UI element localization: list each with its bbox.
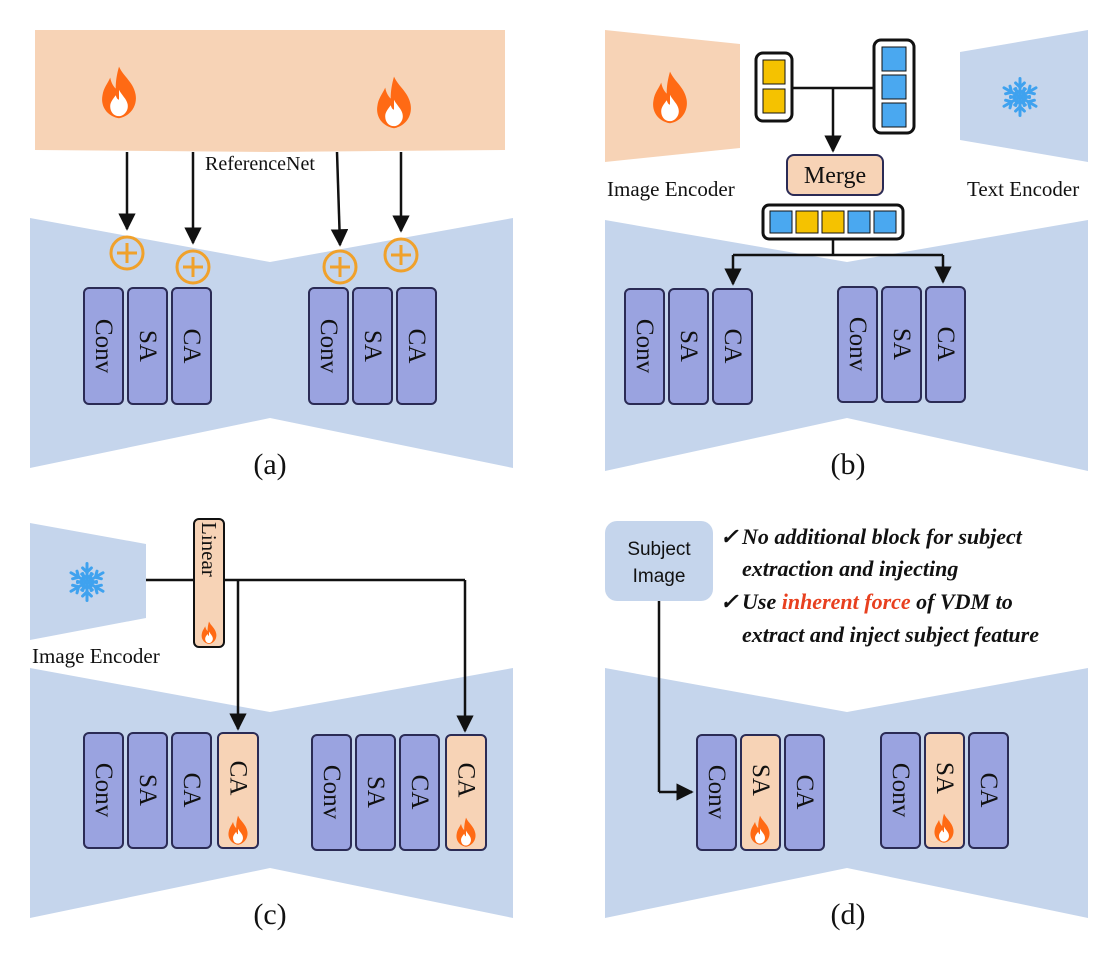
block-ca-trainable: CA (217, 732, 259, 849)
block-sa-trainable: SA (740, 734, 781, 851)
merged-token-row (761, 203, 905, 241)
block-sa: SA (127, 287, 168, 405)
merge-box: Merge (786, 154, 884, 196)
plus-circle-icon (175, 249, 211, 285)
text-encoder-label: Text Encoder (967, 177, 1079, 201)
svg-text:Merge: Merge (804, 163, 866, 189)
block-sa: SA (355, 734, 396, 851)
svg-text:CA: CA (225, 761, 252, 796)
checkmark-icon: ✓ (720, 589, 739, 614)
svg-text:SA: SA (134, 774, 161, 806)
image-token-stack (754, 51, 794, 123)
checkmark-icon: ✓ (720, 524, 739, 549)
block-conv: Conv (624, 288, 665, 405)
svg-text:Conv: Conv (315, 319, 342, 374)
block-sa: SA (881, 286, 922, 403)
block-conv: Conv (308, 287, 349, 405)
plus-circle-icon (322, 249, 358, 285)
block-ca: CA (171, 287, 212, 405)
block-sa: SA (668, 288, 709, 405)
svg-text:SA: SA (747, 764, 774, 796)
block-ca: CA (712, 288, 753, 405)
block-conv: Conv (880, 732, 921, 849)
block-ca: CA (925, 286, 966, 403)
subject-image-box: Subject Image (605, 521, 713, 601)
svg-text:SA: SA (134, 330, 161, 362)
image-encoder-label: Image Encoder (607, 177, 735, 201)
note-2-line-2: extract and inject subject feature (742, 622, 1039, 647)
panel-a: ReferenceNet Conv SA CA Conv SA CA (a) (30, 30, 513, 481)
block-ca: CA (399, 734, 440, 851)
block-conv: Conv (83, 732, 124, 849)
block-ca: CA (968, 732, 1009, 849)
svg-text:Image: Image (633, 566, 686, 587)
svg-text:Conv: Conv (887, 763, 914, 818)
svg-text:CA: CA (932, 327, 959, 362)
unet-c (30, 668, 513, 918)
svg-text:SA: SA (362, 776, 389, 808)
svg-text:CA: CA (719, 329, 746, 364)
plus-circle-icon (109, 235, 145, 271)
svg-text:SA: SA (359, 330, 386, 362)
svg-text:SA: SA (675, 330, 702, 362)
text-token-stack (872, 38, 916, 135)
svg-text:Conv: Conv (318, 765, 345, 820)
block-conv: Conv (311, 734, 352, 851)
plus-circle-icon (383, 237, 419, 273)
block-ca: CA (171, 732, 212, 849)
block-sa-trainable: SA (924, 732, 965, 849)
unet-a (30, 218, 513, 468)
svg-text:CA: CA (178, 329, 205, 364)
svg-text:CA: CA (403, 329, 430, 364)
injection-arrow (330, 151, 349, 247)
block-conv: Conv (83, 287, 124, 405)
block-ca: CA (396, 287, 437, 405)
block-sa: SA (352, 287, 393, 405)
svg-text:Conv: Conv (703, 765, 730, 820)
svg-text:CA: CA (975, 773, 1002, 808)
panel-d: Subject Image ✓ No additional block for … (605, 521, 1088, 931)
referencenet-label: ReferenceNet (205, 153, 315, 175)
caption-b: (b) (831, 448, 866, 481)
svg-text:Linear: Linear (197, 522, 221, 577)
note-1-line-2: extraction and injecting (742, 556, 958, 581)
svg-text:CA: CA (406, 775, 433, 810)
linear-layer: Linear (193, 518, 225, 648)
block-ca: CA (784, 734, 825, 851)
caption-d: (d) (831, 898, 866, 931)
panel-b: Image Encoder Text Encoder Merge (605, 30, 1088, 481)
svg-text:Conv: Conv (844, 317, 871, 372)
svg-text:Subject: Subject (627, 539, 691, 560)
svg-text:Conv: Conv (631, 319, 658, 374)
svg-text:CA: CA (178, 773, 205, 808)
block-sa: SA (127, 732, 168, 849)
block-conv: Conv (837, 286, 878, 403)
svg-text:Conv: Conv (90, 763, 117, 818)
svg-text:CA: CA (453, 763, 480, 798)
block-ca-trainable: CA (445, 734, 487, 851)
caption-c: (c) (253, 898, 286, 931)
svg-text:CA: CA (791, 775, 818, 810)
note-2-line-1: Use inherent force of VDM to (742, 589, 1013, 614)
image-encoder-label: Image Encoder (32, 644, 160, 668)
panel-c: Image Encoder Linear Conv SA CA CA Conv … (30, 518, 513, 931)
caption-a: (a) (253, 448, 286, 481)
block-conv: Conv (696, 734, 737, 851)
svg-text:Conv: Conv (90, 319, 117, 374)
unet-d (605, 668, 1088, 918)
svg-text:SA: SA (888, 328, 915, 360)
note-1-line-1: No additional block for subject (741, 524, 1023, 549)
svg-text:SA: SA (931, 762, 958, 794)
